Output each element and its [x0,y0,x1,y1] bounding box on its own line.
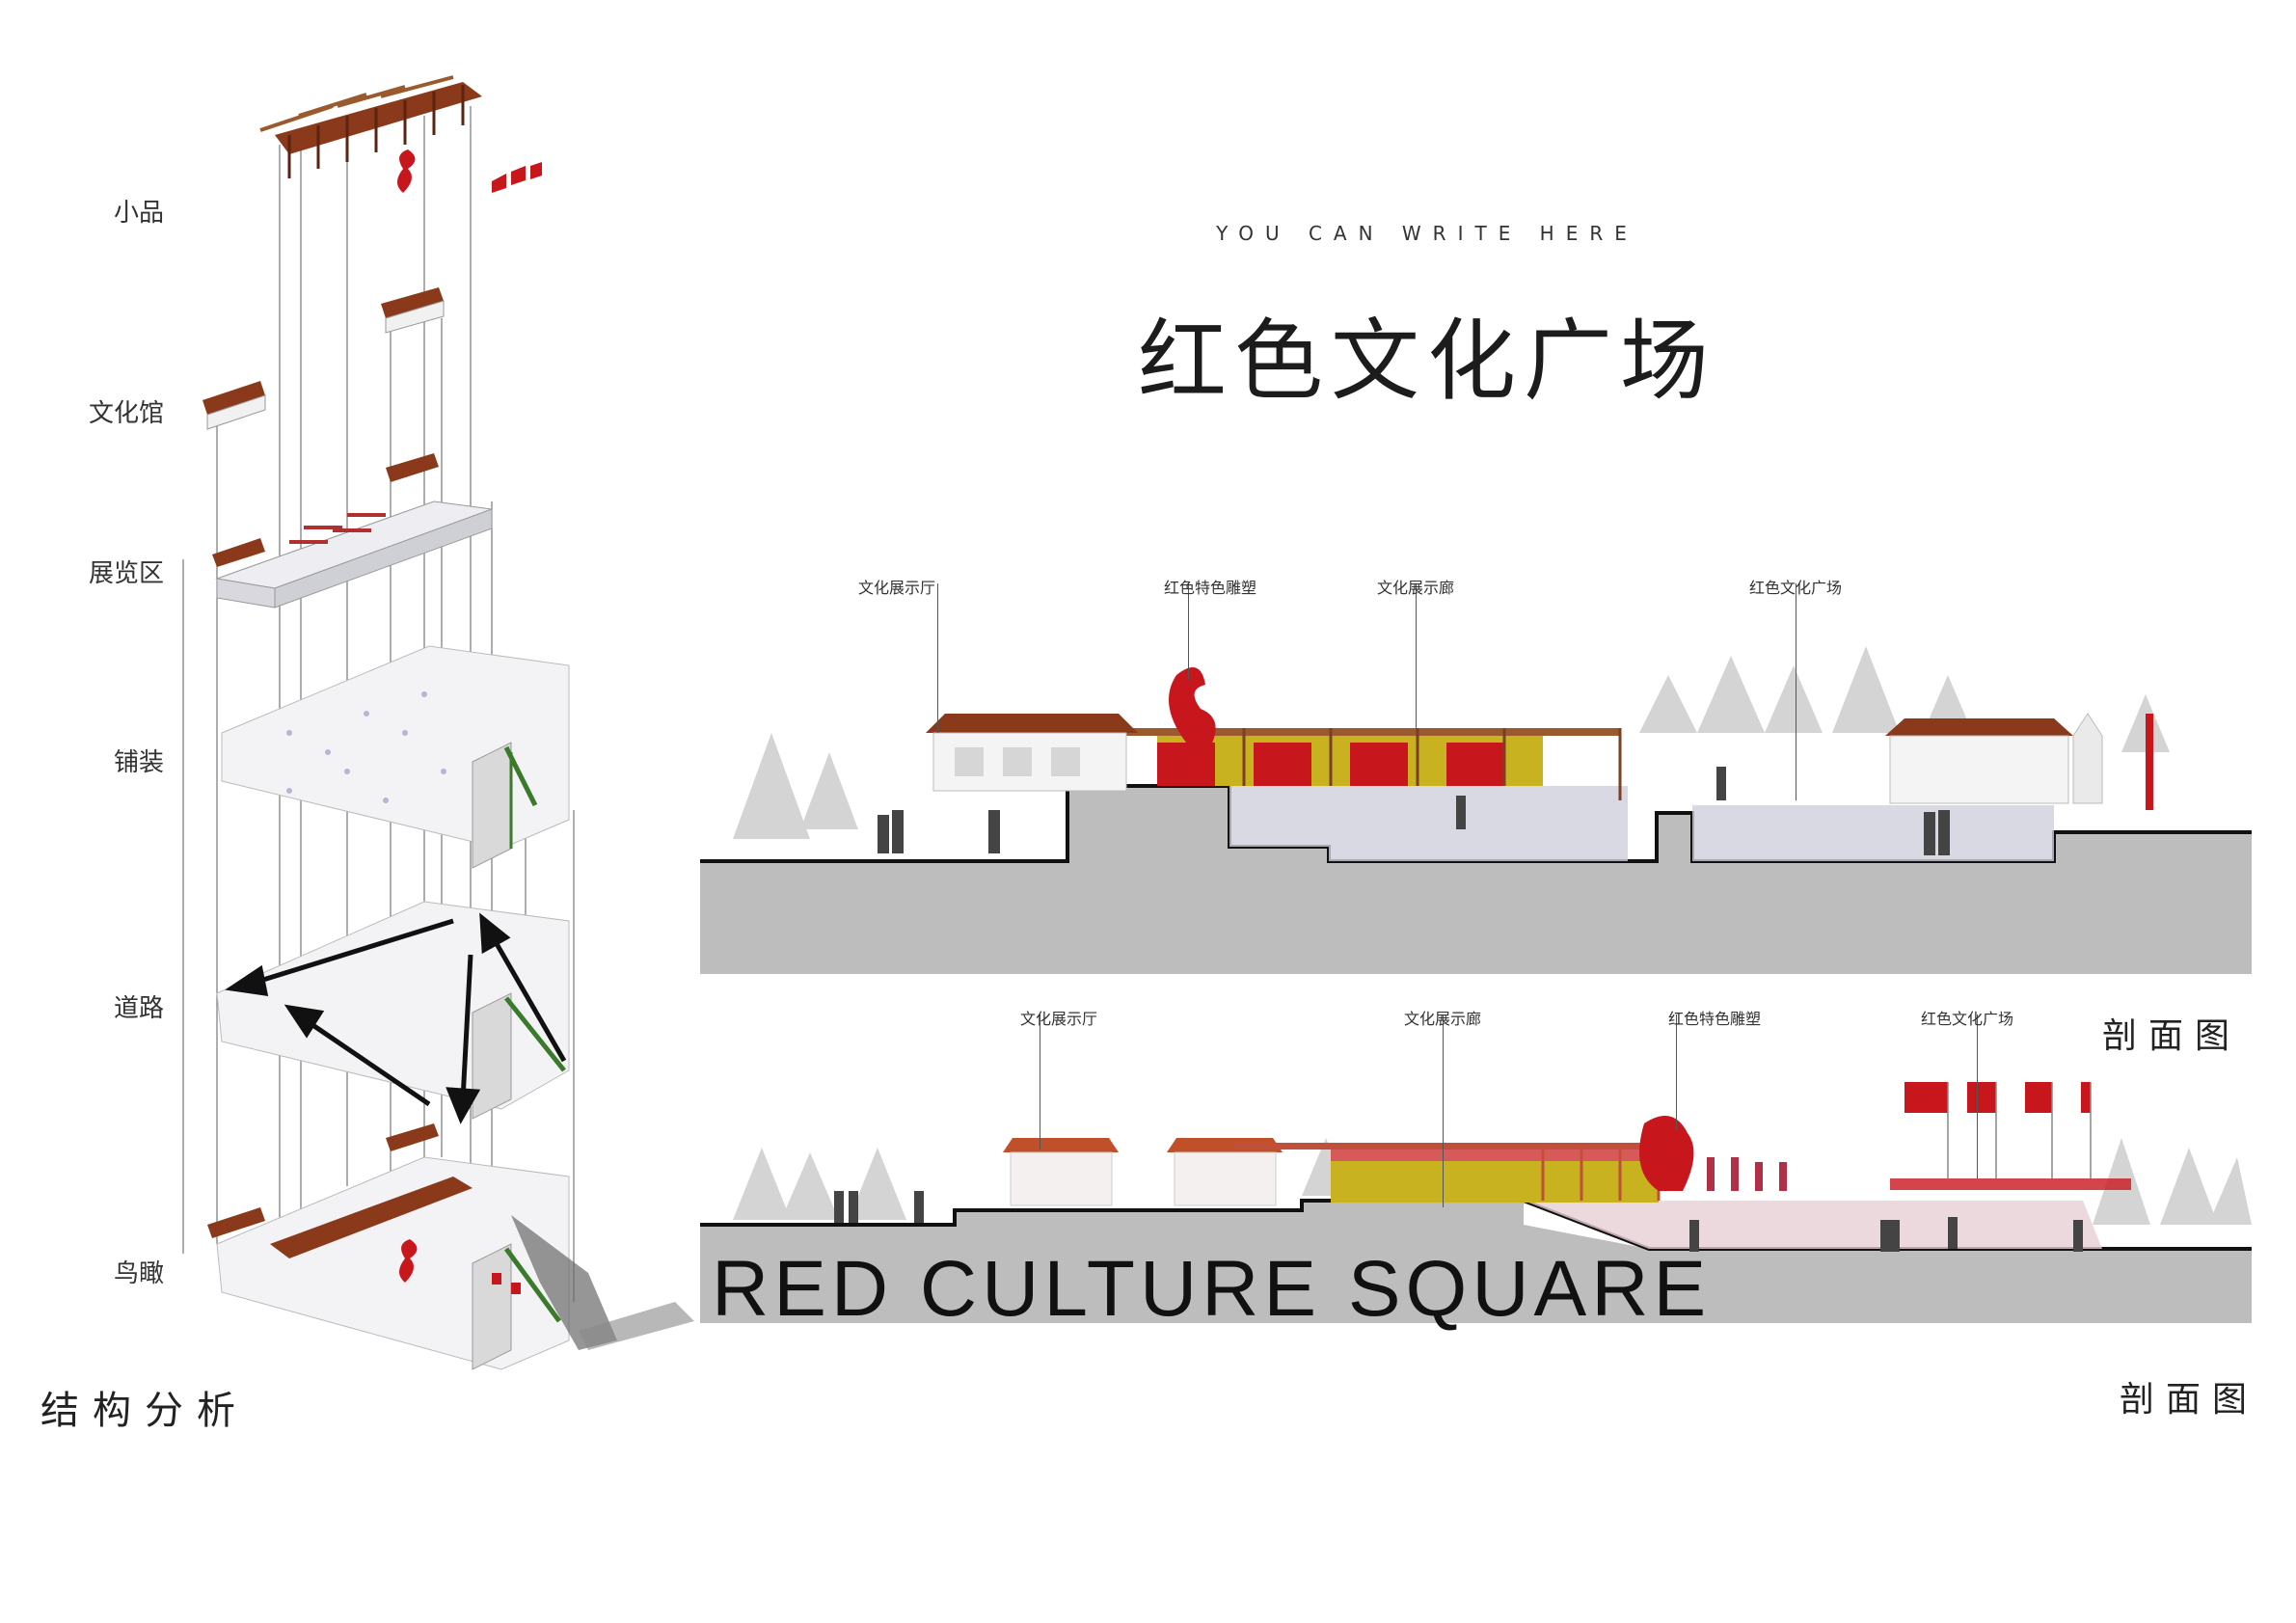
road-layer [216,901,570,1124]
flag-icons [492,162,542,193]
callout-line-b2 [1676,1014,1677,1130]
callout-b-sculpture: 红色特色雕塑 [1667,1010,1762,1028]
axonometric-drawing [182,75,694,1370]
callout-line-a1 [1188,583,1189,680]
red-culture-square-watermark: RED CULTURE SQUARE [712,1245,1712,1333]
paving-layer [221,645,570,869]
layer-label-paving: 铺装 [113,748,164,777]
layer-label-exhibition: 展览区 [88,559,164,588]
people-silhouettes [878,767,1950,855]
aerial-layer [207,1123,694,1370]
callout-b-culture-hall: 文化展示厅 [1019,1010,1098,1028]
layer-label-road: 道路 [113,994,164,1023]
people-silhouettes-b [834,1191,2083,1252]
callout-line-a0 [937,583,938,733]
callout-b-gallery: 文化展示廊 [1403,1010,1482,1028]
section-a-ground [700,786,2252,974]
exhibition-layer [212,453,493,609]
layer-label-aerial: 鸟瞰 [113,1259,164,1288]
callout-line-a2 [1416,583,1417,728]
culture-hall-layer [203,287,445,430]
page-title: 红色文化广场 [1138,310,1717,413]
flag-icons-b [1904,1082,2091,1113]
callout-a-sculpture: 红色特色雕塑 [1163,579,1257,597]
sculpture-icon [397,149,416,193]
callout-line-b3 [1977,1014,1978,1178]
callout-a-culture-hall: 文化展示厅 [857,579,936,597]
tagline: YOU CAN WRITE HERE [1216,222,1638,245]
layer-label-culture-hall: 文化馆 [88,399,164,428]
structure-analysis-title: 结构分析 [41,1389,249,1433]
tree-silhouettes-b [733,1138,2252,1225]
section-b-sculpture-icon [1639,1116,1694,1191]
section-b-label: 剖面图 [2120,1380,2259,1420]
callout-line-b1 [1443,1014,1444,1207]
road-arrows [225,912,567,1124]
layer-label-furniture: 小品 [113,199,164,228]
pergola-layer [259,75,542,193]
callout-a-gallery: 文化展示廊 [1376,579,1455,597]
callout-a-plaza: 红色文化广场 [1748,579,1843,597]
section-a-sculpture-icon [1169,667,1216,747]
section-b-ground [700,1201,2252,1323]
callout-b-plaza: 红色文化广场 [1920,1010,2014,1028]
section-a-label: 剖面图 [2102,1016,2242,1056]
